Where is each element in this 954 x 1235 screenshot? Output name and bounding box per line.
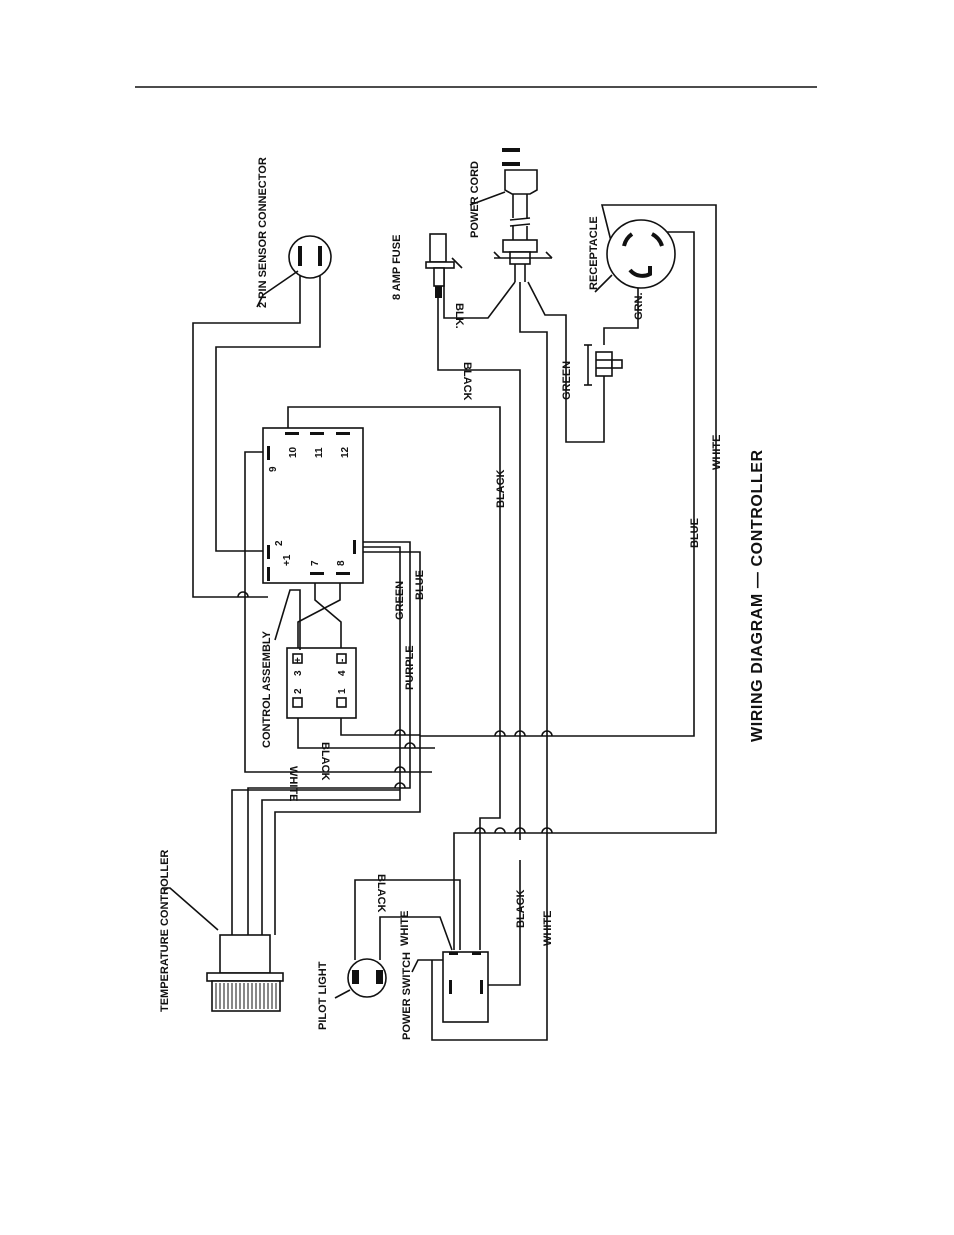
- wire-pilot-white: [380, 917, 452, 960]
- power-cord-graphic: [470, 148, 552, 282]
- wire-label-white-bottom: WHITE: [542, 911, 554, 946]
- label-power-switch: POWER SWITCH: [401, 952, 413, 1040]
- label-temperature-controller: TEMPERATURE CONTROLLER: [159, 850, 171, 1012]
- label-fuse: 8 AMP FUSE: [391, 235, 403, 300]
- pin-label-2: 2: [274, 540, 285, 546]
- ctrl-pin-1: 1: [337, 688, 348, 694]
- pin-label-10: 10: [288, 446, 299, 458]
- label-control-assembly: CONTROL ASSEMBLY: [261, 630, 273, 748]
- label-sensor-connector: 2 PIN SENSOR CONNECTOR: [257, 157, 269, 308]
- wire-label-green: GREEN: [394, 581, 406, 620]
- wire-ctrl-4: [315, 577, 341, 648]
- wire-receptacle-white: [454, 205, 716, 950]
- wire-label-grn: GRN.: [633, 293, 645, 321]
- pin-label-11: 11: [314, 447, 325, 458]
- wire-ctrl-3: [298, 577, 340, 648]
- wire-label-white-switch: WHITE: [399, 911, 411, 946]
- wire-label-green-cord: GREEN: [561, 361, 573, 400]
- pilot-light-graphic: [335, 959, 386, 998]
- ctrl-pin-2: 2: [293, 688, 304, 694]
- ctrl-pin-3: 3: [293, 670, 304, 676]
- diagram-title: WIRING DIAGRAM — CONTROLLER: [749, 449, 766, 742]
- wire-label-blk: BLK.: [453, 303, 465, 329]
- wire-label-black-left: BLACK: [319, 742, 331, 781]
- pin-label-9: 9: [268, 466, 279, 472]
- temperature-controller-graphic: [162, 888, 283, 1011]
- wire-label-blue: BLUE: [414, 570, 426, 600]
- wire-label-black-bottom: BLACK: [515, 889, 527, 928]
- pin-label-12: 12: [340, 446, 351, 458]
- wire-label-purple: PURPLE: [404, 645, 416, 690]
- wire-ctrl-2: [298, 718, 435, 748]
- pin-label-plus1: +1: [282, 554, 293, 566]
- ground-lug-graphic: [584, 345, 622, 385]
- wire-fuse-black: [438, 298, 520, 840]
- wire-label-white-left: WHITE: [287, 766, 299, 801]
- wire-label-white-top: WHITE: [711, 435, 723, 470]
- control-assembly-pointer: [275, 590, 300, 650]
- pin-label-7: 7: [310, 560, 321, 566]
- control-assembly: + - 3 4 2 1: [287, 648, 356, 718]
- ctrl-symbol-minus: -: [337, 659, 348, 662]
- wires: [193, 205, 716, 1040]
- label-pilot-light: PILOT LIGHT: [317, 961, 329, 1030]
- ctrl-pin-4: 4: [337, 670, 348, 676]
- wire-cord-white: [432, 282, 547, 1040]
- pin-label-8: 8: [336, 560, 347, 566]
- wire-labels: BLK. BLACK BLACK WHITE BLACK GREEN GRN. …: [287, 293, 723, 947]
- wire-label-black-pilot: BLACK: [375, 874, 387, 913]
- wire-label-black-mid: BLACK: [495, 469, 507, 508]
- wire-label-black-fuse: BLACK: [461, 362, 473, 401]
- crossover-arcs: [238, 592, 552, 833]
- wire-ctrl-1: [341, 718, 420, 735]
- label-power-cord: POWER CORD: [469, 161, 481, 238]
- wire-label-blue-right: BLUE: [689, 518, 701, 548]
- terminal-block: +1 2 7 8 9 10 11 12: [263, 428, 363, 583]
- power-switch-graphic: [412, 952, 488, 1022]
- ctrl-symbol-plus: +: [293, 657, 304, 663]
- receptacle-graphic: [595, 220, 675, 292]
- label-receptacle: RECEPTACLE: [588, 216, 600, 290]
